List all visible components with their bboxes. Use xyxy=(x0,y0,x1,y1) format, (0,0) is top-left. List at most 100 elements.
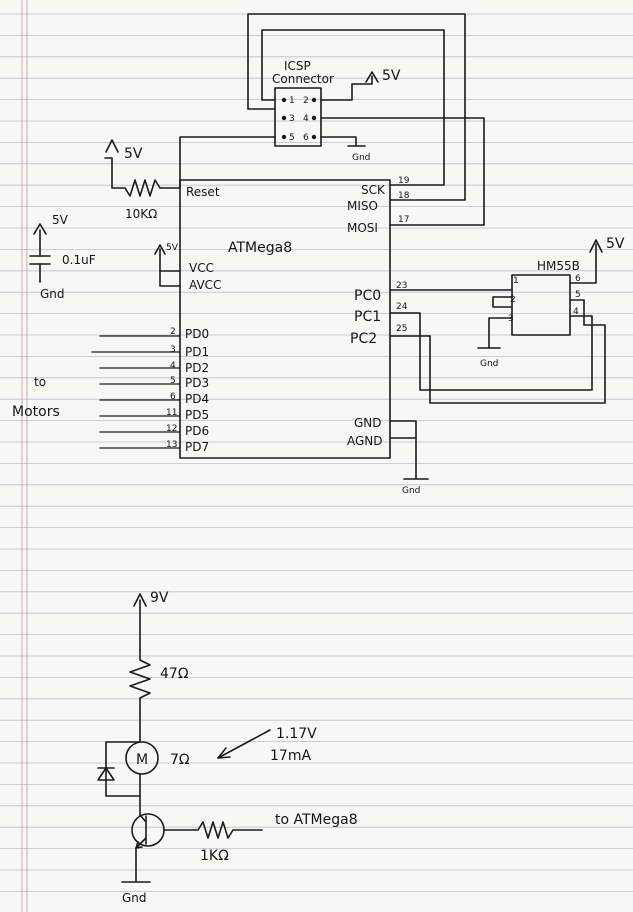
pin-pd3: PD3 xyxy=(185,376,209,390)
vcc-arrow xyxy=(154,244,166,255)
pin-pd7: PD7 xyxy=(185,440,209,454)
motors-label: to xyxy=(34,375,46,389)
wire-loop-outer xyxy=(247,13,466,201)
pin-num-pd7: 13 xyxy=(166,440,177,450)
pin-num-mosi: 17 xyxy=(398,215,409,225)
transistor-symbol xyxy=(131,813,165,847)
pin-pd0: PD0 xyxy=(185,327,209,341)
icsp-pin-6: 6 xyxy=(303,133,309,143)
motor-resistance-label: 7Ω xyxy=(170,752,190,768)
atmega8-body xyxy=(179,179,391,459)
hm55b-label: HM55B xyxy=(537,259,580,273)
gnd-wire xyxy=(389,420,417,479)
base-resistor xyxy=(163,821,263,839)
mcu-gnd-label: Gnd xyxy=(402,486,420,496)
pin-gnd: GND xyxy=(354,416,382,430)
icsp-gnd-label: Gnd xyxy=(352,153,370,163)
icsp-pin-dot xyxy=(281,115,287,121)
hm55b-pin-4: 4 xyxy=(573,307,579,317)
pin-pc2: PC2 xyxy=(350,331,377,347)
pin-pd6: PD6 xyxy=(185,424,209,438)
reset-resistor-circuit: 5V 10KΩ xyxy=(104,139,181,221)
note-arrow xyxy=(217,729,271,759)
resistor-47-label: 47Ω xyxy=(160,666,189,682)
transistor-legs xyxy=(135,814,147,849)
icsp-pin-1: 1 xyxy=(289,96,295,106)
pin-miso: MISO xyxy=(347,199,378,213)
note-current: 17mA xyxy=(270,748,311,764)
pin-sck: SCK xyxy=(361,183,386,197)
decoupling-capacitor: 5V 0.1uF Gnd xyxy=(29,213,96,301)
hm55b-pin-5: 5 xyxy=(575,290,581,300)
hm55b-gnd-label: Gnd xyxy=(480,359,498,369)
reset-resistor xyxy=(104,157,181,197)
flyback-diode xyxy=(97,767,115,781)
motors-label-2: Motors xyxy=(12,404,60,420)
motor-symbol xyxy=(125,741,159,775)
hm55b-vcc-arrow xyxy=(589,239,603,253)
pin-num-pd0: 2 xyxy=(170,327,176,337)
icsp-body xyxy=(274,87,322,147)
pin-pc1: PC1 xyxy=(354,309,381,325)
resistor-47 xyxy=(129,649,151,741)
pin-num-sck: 19 xyxy=(398,176,410,186)
chip-name: ATMega8 xyxy=(228,240,292,256)
pin-vcc: VCC xyxy=(189,261,214,275)
pin-num-pd3: 5 xyxy=(170,376,176,386)
reset-supply-label: 5V xyxy=(124,146,143,162)
notebook-ruling xyxy=(0,13,633,892)
pin-num-pc1: 24 xyxy=(396,302,408,312)
driver-supply-arrow xyxy=(133,593,147,607)
icsp-pin-3: 3 xyxy=(289,114,295,124)
icsp-title-2: Connector xyxy=(272,72,334,86)
pin-num-pc0: 23 xyxy=(396,281,407,291)
pin-num-pc2: 25 xyxy=(396,324,407,334)
pin-pc0: PC0 xyxy=(354,288,381,304)
driver-supply-label: 9V xyxy=(150,590,169,606)
pin-agnd: AGND xyxy=(347,434,383,448)
icsp-pin-5: 5 xyxy=(289,133,295,143)
motor-driver-circuit: 9V 47Ω M 7Ω 1.17V 17mA 1KΩ to ATMega8 Gn… xyxy=(97,590,358,905)
driver-gnd-label: Gnd xyxy=(122,891,147,905)
icsp-vcc-wire xyxy=(320,75,373,101)
wire-pc2-to-hm55b xyxy=(389,299,606,404)
hm55b-pin2-loop xyxy=(492,296,513,308)
icsp-pin-4: 4 xyxy=(303,114,309,124)
hm55b-pin-6: 6 xyxy=(575,274,581,284)
icsp-pin-dot xyxy=(281,97,287,103)
reset-supply-arrow xyxy=(105,139,119,153)
cap-value-label: 0.1uF xyxy=(62,253,96,267)
icsp-pin-dot xyxy=(311,134,317,140)
cap-gnd-label: Gnd xyxy=(40,287,65,301)
to-atmega-label: to ATMega8 xyxy=(275,812,358,828)
wire-pin1-to-miso-loop xyxy=(261,29,445,186)
pin-num-pd6: 12 xyxy=(166,424,177,434)
hm55b-body xyxy=(511,274,571,336)
pin-pd1: PD1 xyxy=(185,345,209,359)
atmega8-chip: ATMega8 Reset VCC AVCC PD0 PD1 PD2 PD3 P… xyxy=(91,176,429,496)
cap-supply-label: 5V xyxy=(52,213,69,227)
avcc-wire xyxy=(159,270,181,287)
pin-num-pd4: 6 xyxy=(170,392,176,402)
icsp-pin-2: 2 xyxy=(303,96,309,106)
icsp-connector: ICSP Connector 1 2 3 4 5 6 5V Gnd xyxy=(272,59,401,163)
icsp-pin-dot xyxy=(311,97,317,103)
hm55b-pin-1: 1 xyxy=(513,276,519,286)
pin-num-pd5: 11 xyxy=(166,408,177,418)
diode-loop xyxy=(105,739,141,797)
wire-pc1-to-hm55b xyxy=(389,312,593,391)
pin-pd4: PD4 xyxy=(185,392,209,406)
hm55b-supply-label: 5V xyxy=(606,236,625,252)
pin-pd5: PD5 xyxy=(185,408,209,422)
base-resistor-label: 1KΩ xyxy=(200,848,229,864)
wire-pin4-to-mosi xyxy=(320,117,485,226)
icsp-vcc-arrow xyxy=(365,71,379,83)
icsp-title: ICSP xyxy=(284,59,311,73)
wire-pin5-to-reset xyxy=(179,136,276,189)
vcc-supply-label: 5V xyxy=(166,243,179,253)
hm55b-compass: HM55B 1 2 3 6 5 4 5V Gnd xyxy=(389,236,625,404)
note-voltage: 1.17V xyxy=(276,726,317,742)
cap-supply-arrow xyxy=(33,223,47,235)
